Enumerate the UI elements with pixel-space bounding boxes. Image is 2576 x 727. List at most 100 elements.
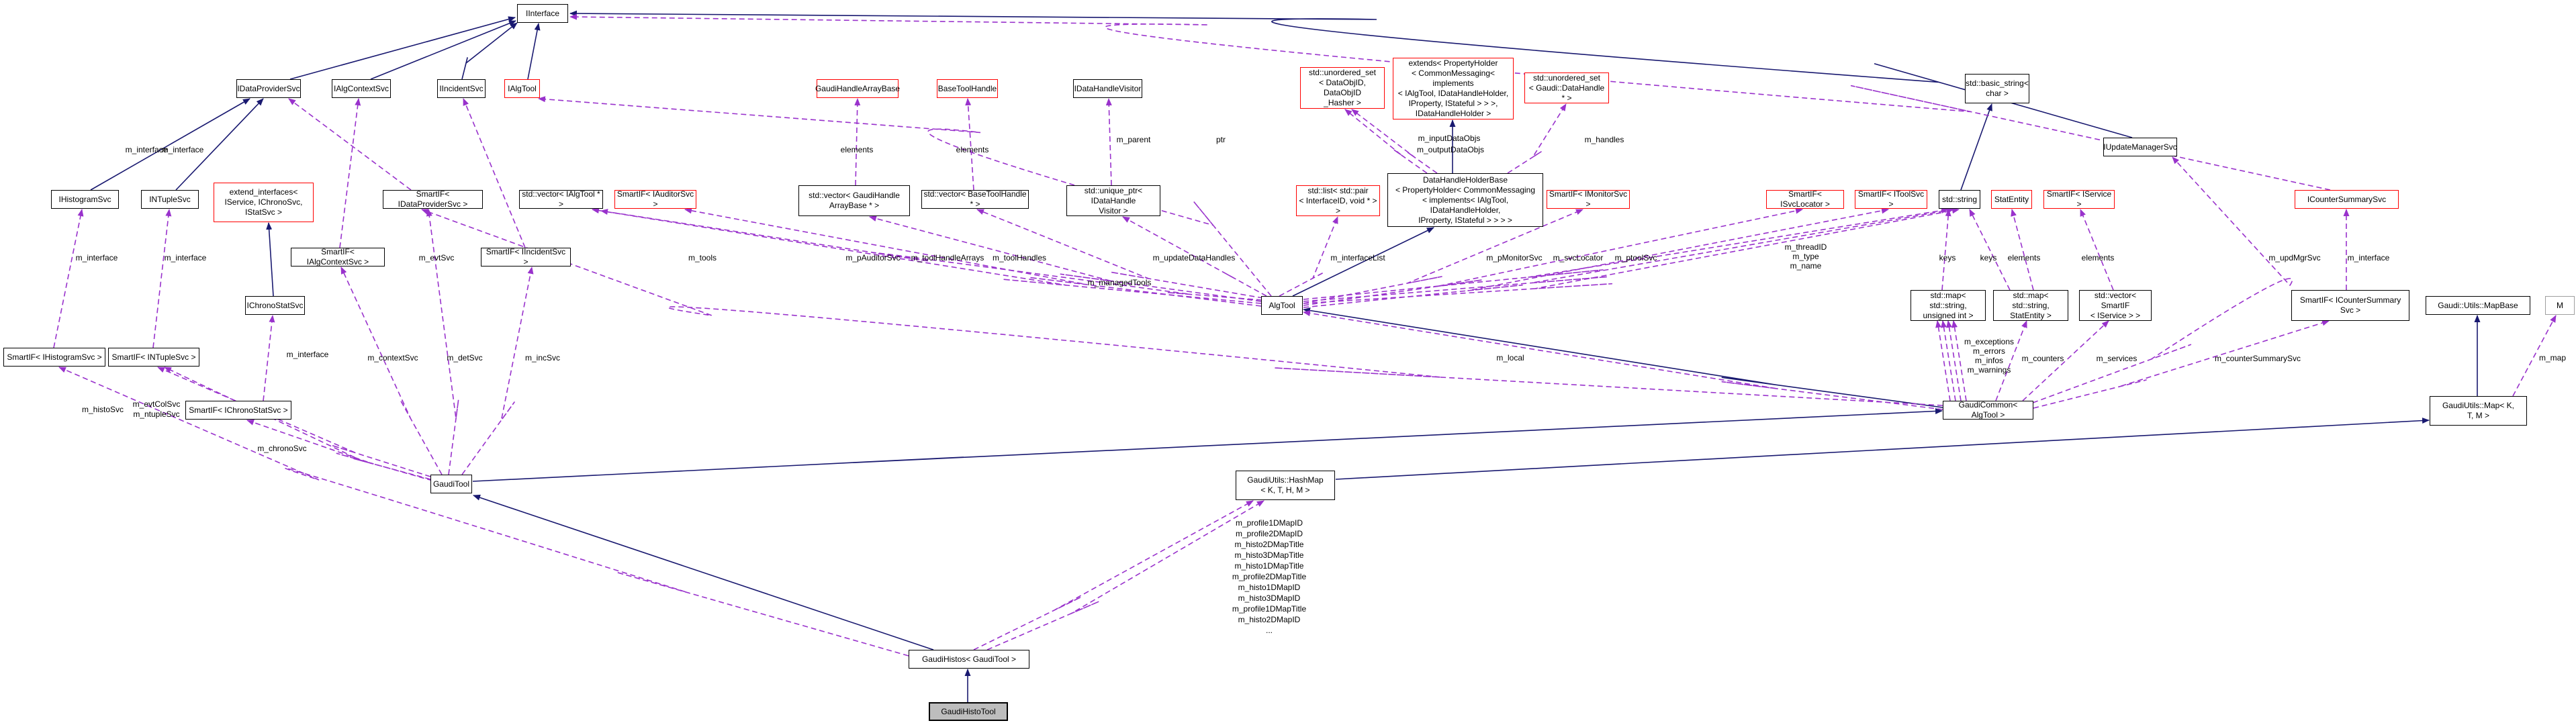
edge-use — [976, 209, 1264, 299]
edge-use — [1303, 207, 1889, 308]
node-vector_ialgtool[interactable]: std::vector< IAlgTool * > — [519, 189, 603, 209]
node-smartif_icss[interactable]: SmartIF< ICounterSummary Svc > — [2291, 290, 2409, 321]
node-vector_smartif_iservice[interactable]: std::vector< SmartIF < IService > > — [2079, 290, 2152, 321]
edge-label-m_outputDataObjs: m_outputDataObjs — [1416, 145, 1485, 154]
edge-label-m_map: m_map — [2538, 353, 2567, 362]
node-mapbase[interactable]: Gaudi::Utils::MapBase — [2426, 296, 2530, 315]
edge-label-m_histo1DMapID: m_histo1DMapID — [1238, 583, 1301, 592]
node-smartif_ialgcontextsvc[interactable]: SmartIF< IAlgContextSvc > — [291, 247, 385, 266]
edge-use — [461, 266, 534, 475]
edge-inherit — [370, 20, 516, 80]
node-uset_dataobjid[interactable]: std::unordered_set < DataObjID, DataObjI… — [1300, 67, 1385, 109]
node-hashmap[interactable]: GaudiUtils::HashMap < K, T, H, M > — [1236, 471, 1335, 500]
node-iinterface[interactable]: IInterface — [517, 4, 568, 23]
edge-inherit — [90, 98, 250, 191]
node-basic_string[interactable]: std::basic_string< char > — [1965, 74, 2029, 103]
node-extends_ph[interactable]: extends< PropertyHolder < CommonMessagin… — [1393, 58, 1514, 119]
edge-use — [1105, 98, 1112, 186]
node-map_string_uint[interactable]: std::map< std::string, unsigned int > — [1911, 290, 1986, 321]
edge-label-m_evtColSvc: m_evtColSvc — [132, 399, 181, 409]
edge-use — [1303, 207, 1803, 306]
node-extend_interfaces[interactable]: extend_interfaces< IService, IChronoSvc,… — [214, 183, 314, 222]
edge-inherit — [461, 22, 518, 80]
node-intuplesvc[interactable]: INTupleSvc — [141, 190, 199, 209]
edge-use — [426, 209, 459, 475]
node-smartif_isvclocator[interactable]: SmartIF< ISvcLocator > — [1766, 189, 1844, 209]
edge-label-m_warnings: m_warnings — [1967, 365, 2011, 375]
edge-label-m_name: m_name — [1790, 261, 1822, 271]
node-smartif_imonitorsvc[interactable]: SmartIF< IMonitorSvc > — [1547, 189, 1630, 209]
node-algtool[interactable]: AlgTool — [1261, 296, 1303, 315]
edge-use — [2080, 209, 2114, 291]
node-gaudihistos[interactable]: GaudiHistos< GaudiTool > — [909, 650, 1029, 669]
node-vector_gha[interactable]: std::vector< GaudiHandle ArrayBase * > — [798, 185, 910, 216]
node-idataprovidersvc[interactable]: IDataProviderSvc — [236, 79, 301, 98]
edge-inherit — [1960, 103, 1992, 191]
edge-label-m_profile2DMapTitle: m_profile2DMapTitle — [1232, 572, 1307, 581]
node-smartif_iservice[interactable]: SmartIF< IService > — [2043, 189, 2115, 209]
node-list_pair[interactable]: std::list< std::pair < InterfaceID, void… — [1296, 185, 1380, 216]
node-smartif_iauditorsvc[interactable]: SmartIF< IAuditorSvc > — [614, 189, 696, 209]
edge-label-keys: keys — [1939, 253, 1956, 262]
node-std_string[interactable]: std::string — [1939, 190, 1980, 209]
edge-use — [1951, 320, 1967, 401]
edge-label-m_histo3DMapTitle: m_histo3DMapTitle — [1234, 550, 1304, 560]
edge-label-m_threadID: m_threadID — [1784, 242, 1827, 252]
node-smartif_ihistogramsvc[interactable]: SmartIF< IHistogramSvc > — [3, 348, 105, 367]
edge-label-m_histo2DMapID: m_histo2DMapID — [1238, 615, 1301, 624]
node-smartif_iincidentsvc[interactable]: SmartIF< IIncidentSvc > — [481, 247, 571, 266]
edge-inherit — [1303, 307, 1943, 408]
edge-label-m_histo3DMapID: m_histo3DMapID — [1238, 593, 1301, 603]
node-smartif_itoolsvc[interactable]: SmartIF< IToolSvc > — [1855, 189, 1927, 209]
node-uptr_idhv[interactable]: std::unique_ptr< IDataHandle Visitor > — [1066, 185, 1160, 216]
node-gaudihandlearraybase[interactable]: GaudiHandleArrayBase — [815, 79, 900, 98]
edge-label-m_managedTools: m_managedTools — [1087, 278, 1152, 287]
node-uset_datahandle[interactable]: std::unordered_set < Gaudi::DataHandle *… — [1524, 72, 1609, 103]
edge-label-m_histo1DMapTitle: m_histo1DMapTitle — [1234, 561, 1304, 571]
edge-use — [600, 209, 1262, 301]
edge-label-m_contextSvc: m_contextSvc — [367, 353, 418, 362]
node-ialgtool[interactable]: IAlgTool — [504, 79, 540, 98]
edge-use — [1935, 320, 1951, 401]
edge-label-m_type: m_type — [1792, 252, 1819, 261]
node-smartif_idataprovidersvc[interactable]: SmartIF< IDataProviderSvc > — [383, 189, 483, 209]
edge-use — [2033, 320, 2330, 409]
edge-label-m_updateDataHandles: m_updateDataHandles — [1152, 253, 1236, 262]
node-iupdatemanagersvc[interactable]: IUpdateManagerSvc — [2103, 138, 2177, 156]
node-gaudicommon[interactable]: GaudiCommon< AlgTool > — [1943, 400, 2033, 420]
edge-label-: ... — [1265, 626, 1273, 635]
edge-use — [58, 367, 909, 657]
edge-label-m_pAuditorSvc: m_pAuditorSvc — [845, 253, 901, 262]
edge-label-m_interfaceList: m_interfaceList — [1330, 253, 1385, 262]
node-dhhb[interactable]: DataHandleHolderBase < PropertyHolder< C… — [1387, 173, 1543, 227]
edge-label-m_exceptions: m_exceptions — [1964, 337, 2015, 346]
edge-use — [869, 215, 1262, 302]
edge-use — [2022, 320, 2109, 401]
node-ialgcontextsvc[interactable]: IAlgContextSvc — [332, 79, 391, 98]
edge-use — [1995, 320, 2027, 401]
edge-label-m_incSvc: m_incSvc — [524, 353, 561, 362]
node-basetoolhandle[interactable]: BaseToolHandle — [937, 79, 998, 98]
edge-label-m_histoSvc: m_histoSvc — [81, 405, 124, 414]
edge-inherit — [1292, 227, 1434, 297]
node-ihistogramsvc[interactable]: IHistogramSvc — [51, 190, 119, 209]
node-gaudihistotool: GaudiHistoTool — [929, 702, 1008, 721]
edge-use — [288, 98, 412, 191]
node-idatahandlevisitor[interactable]: IDataHandleVisitor — [1073, 79, 1142, 98]
edge-label-elements: elements — [956, 145, 989, 154]
edge-label-m_interface: m_interface — [161, 145, 204, 154]
edge-label-m_evtSvc: m_evtSvc — [418, 253, 455, 262]
node-statentity[interactable]: StatEntity — [1991, 190, 2032, 209]
edge-label-m_ntupleSvc: m_ntupleSvc — [133, 409, 180, 419]
node-gauditool[interactable]: GaudiTool — [430, 475, 472, 493]
edge-inherit — [1335, 418, 2430, 480]
node-ichronostatsvc[interactable]: IChronoStatSvc — [245, 296, 305, 315]
node-vector_bth[interactable]: std::vector< BaseToolHandle * > — [921, 189, 1029, 209]
node-smartif_ichronostatsvc[interactable]: SmartIF< IChronoStatSvc > — [185, 401, 291, 420]
node-smartif_intuplesvc[interactable]: SmartIF< INTupleSvc > — [108, 348, 199, 367]
node-map_string_statentity[interactable]: std::map< std::string, StatEntity > — [1993, 290, 2068, 321]
edge-use — [592, 207, 1262, 304]
node-iincidentsvc[interactable]: IIncidentSvc — [437, 79, 486, 98]
node-gaudiutils_map[interactable]: GaudiUtils::Map< K, T, M > — [2430, 396, 2527, 426]
node-icountersummarysvc[interactable]: ICounterSummarySvc — [2295, 190, 2399, 209]
